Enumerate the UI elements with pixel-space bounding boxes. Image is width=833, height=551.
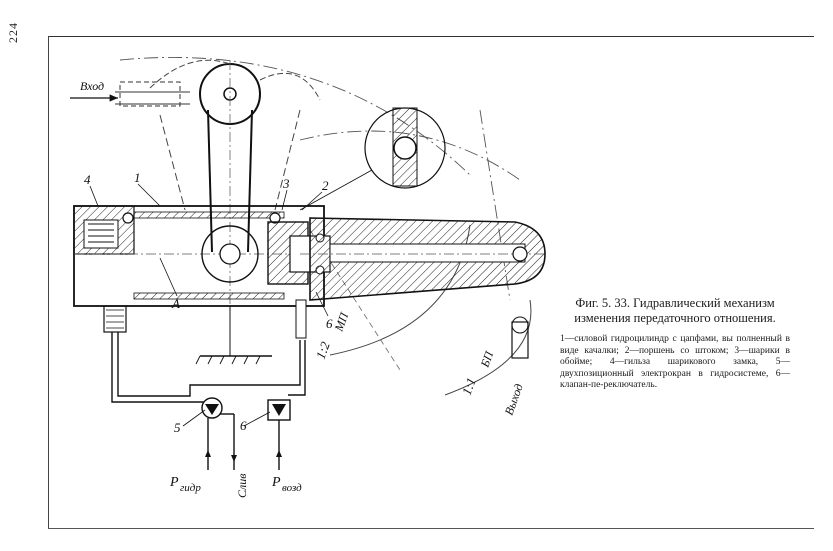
output-shaft xyxy=(511,316,529,359)
p-air-subscript: возд xyxy=(282,482,302,494)
mp-label: МП xyxy=(331,309,351,334)
frame-left-rule xyxy=(48,36,49,529)
bp-label: БП xyxy=(477,348,496,370)
electro-valve-5 xyxy=(201,397,237,470)
figure-title: Фиг. 5. 33. Гидравлический механизм изме… xyxy=(574,296,776,325)
p-hydr-subscript: гидр xyxy=(180,482,201,494)
rocker-arm xyxy=(300,217,546,301)
detail-magnifier xyxy=(299,107,446,211)
part-1-label: 1 xyxy=(134,170,141,185)
part-2-label: 2 xyxy=(322,178,329,193)
part-5-label: 5 xyxy=(174,420,181,435)
figure-legend: 1—силовой гидроцилиндр с цапфами, вы пол… xyxy=(560,334,790,390)
switch-valve-6 xyxy=(267,399,291,470)
frame-top-rule xyxy=(48,36,814,37)
part-6-label-top: 6 xyxy=(326,316,333,331)
input-shaft xyxy=(70,81,190,107)
input-label: Вход xyxy=(80,79,104,93)
frame-bottom-rule xyxy=(48,528,814,529)
figure-caption: Фиг. 5. 33. Гидравлический механизм изме… xyxy=(560,296,790,392)
ratio-1-1-label: 1:1 xyxy=(459,376,479,397)
part-6-label-bottom: 6 xyxy=(240,418,247,433)
hydraulic-lines xyxy=(103,299,307,403)
part-3-label: 3 xyxy=(282,176,290,191)
p-air-symbol: P xyxy=(271,475,281,490)
p-hydr-symbol: P xyxy=(169,475,179,490)
output-label: Выход xyxy=(502,382,526,417)
drain-label: Слив xyxy=(235,474,249,498)
leader-lines xyxy=(89,183,329,427)
part-4-label: 4 xyxy=(84,172,91,187)
rocker-links xyxy=(159,60,301,350)
part-A-label: А xyxy=(171,296,180,311)
ratio-1-2-label: 1:2 xyxy=(313,339,333,361)
